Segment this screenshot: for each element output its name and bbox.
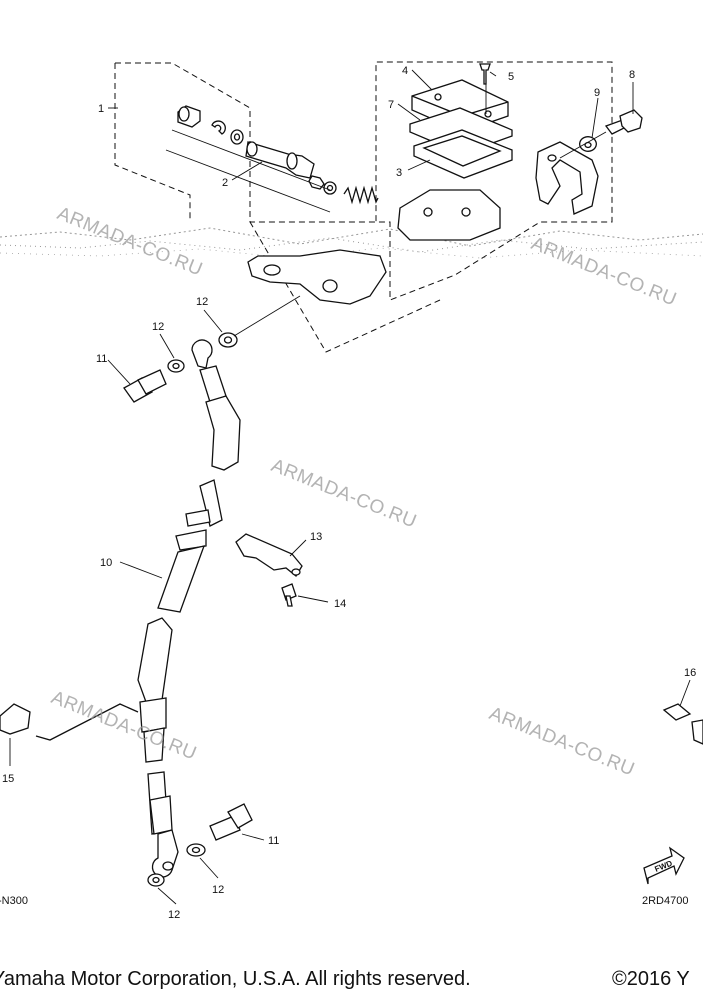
fasteners <box>0 295 703 887</box>
label-part-12-b: 12 <box>196 296 208 308</box>
watermark-5: ARMADA-CO.RU <box>486 703 637 780</box>
label-part-1: 1 <box>98 103 104 115</box>
piston-kit <box>165 105 379 213</box>
copyright-text: Yamaha Motor Corporation, U.S.A. All rig… <box>0 968 471 990</box>
label-part-4: 4 <box>402 65 408 77</box>
diagram-code-right: 2RD4700 <box>642 895 688 907</box>
label-part-9: 9 <box>594 87 600 99</box>
watermark-3: ARMADA-CO.RU <box>268 455 419 532</box>
label-part-16: 16 <box>684 667 696 679</box>
part-labels: 1 2 3 4 5 7 8 9 10 11 11 12 12 12 12 13 … <box>2 65 696 921</box>
diagram-code-left: -N300 <box>0 895 28 907</box>
label-part-10: 10 <box>100 557 112 569</box>
watermark-2: ARMADA-CO.RU <box>528 233 679 310</box>
label-part-15: 15 <box>2 773 14 785</box>
label-part-8: 8 <box>629 69 635 81</box>
assembly-outline <box>114 61 613 353</box>
master-cylinder-body <box>247 189 501 305</box>
label-part-5: 5 <box>508 71 514 83</box>
handlebar-clamp <box>535 109 643 215</box>
label-part-3: 3 <box>396 167 402 179</box>
label-part-2: 2 <box>222 177 228 189</box>
forward-arrow-label: FWD <box>653 859 673 874</box>
leader-lines <box>9 69 691 905</box>
forward-arrow-icon: FWD <box>643 846 685 885</box>
label-part-13: 13 <box>310 531 322 543</box>
label-part-12-a: 12 <box>152 321 164 333</box>
brake-hose <box>137 339 241 878</box>
watermark-4: ARMADA-CO.RU <box>48 687 199 764</box>
label-part-12-d: 12 <box>168 909 180 921</box>
label-part-11-upper: 11 <box>96 353 107 365</box>
watermark-1: ARMADA-CO.RU <box>54 203 205 280</box>
label-part-11-lower: 11 <box>268 835 279 847</box>
reservoir-cap-stack <box>409 63 513 179</box>
copyright-year: ©2016 Y <box>612 968 690 990</box>
label-part-7: 7 <box>388 99 394 111</box>
label-part-12-c: 12 <box>212 884 224 896</box>
footer: Yamaha Motor Corporation, U.S.A. All rig… <box>0 966 703 1000</box>
label-part-14: 14 <box>334 598 346 610</box>
